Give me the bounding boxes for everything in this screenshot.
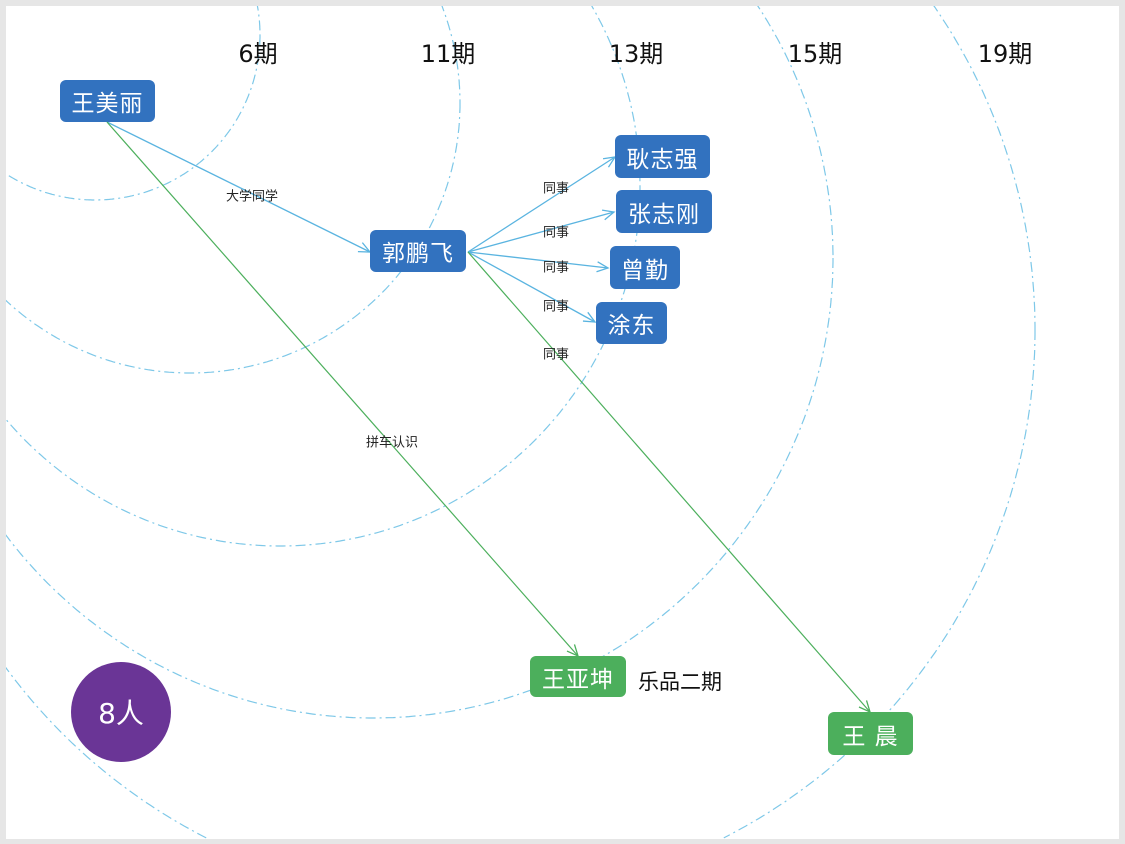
edge-wangmeili-wangyakun <box>106 121 580 658</box>
ring-19 <box>6 6 1036 839</box>
edge-label-colleague: 同事 <box>542 299 570 315</box>
edge-guo-geng <box>467 156 617 253</box>
node-wang-chen[interactable]: 王 晨 <box>828 712 913 755</box>
edge-guo-tu <box>467 251 597 323</box>
node-geng-zhiqiang[interactable]: 耿志强 <box>615 135 710 178</box>
people-count-badge: 8人 <box>71 662 171 762</box>
edge-guo-zhang <box>467 209 616 253</box>
period-label-6: 6期 <box>238 40 278 68</box>
group-note: 乐品二期 <box>638 670 722 694</box>
node-tu-dong[interactable]: 涂东 <box>596 302 667 344</box>
edge-label-colleague: 同事 <box>542 181 570 197</box>
edge-label-colleague: 同事 <box>542 225 570 241</box>
edge-label-colleague: 同事 <box>542 260 570 276</box>
relationship-canvas: 6期 11期 13期 15期 19期 大学同学 同事 同事 同事 同事 同事 拼… <box>6 6 1119 839</box>
period-label-15: 15期 <box>787 40 843 68</box>
edge-wangmeili-guopengfei <box>106 121 372 253</box>
diagram-graphics <box>6 6 1036 839</box>
period-label-19: 19期 <box>977 40 1033 68</box>
node-guo-pengfei[interactable]: 郭鹏飞 <box>370 230 466 272</box>
edge-guo-wangchen <box>467 251 872 714</box>
ring-15 <box>6 6 834 719</box>
period-label-11: 11期 <box>420 40 476 68</box>
node-zeng-qin[interactable]: 曾勤 <box>610 246 680 289</box>
node-zhang-zhigang[interactable]: 张志刚 <box>616 190 712 233</box>
ring-11 <box>6 6 461 374</box>
ring-6 <box>6 6 261 201</box>
edge-label-colleague: 同事 <box>542 347 570 363</box>
edge-label-classmate: 大学同学 <box>225 189 279 205</box>
edge-label-carpool: 拼车认识 <box>365 435 419 451</box>
node-wang-meili[interactable]: 王美丽 <box>60 80 155 122</box>
edge-guo-zeng <box>467 251 610 273</box>
node-wang-yakun[interactable]: 王亚坤 <box>530 656 626 697</box>
period-label-13: 13期 <box>608 40 664 68</box>
